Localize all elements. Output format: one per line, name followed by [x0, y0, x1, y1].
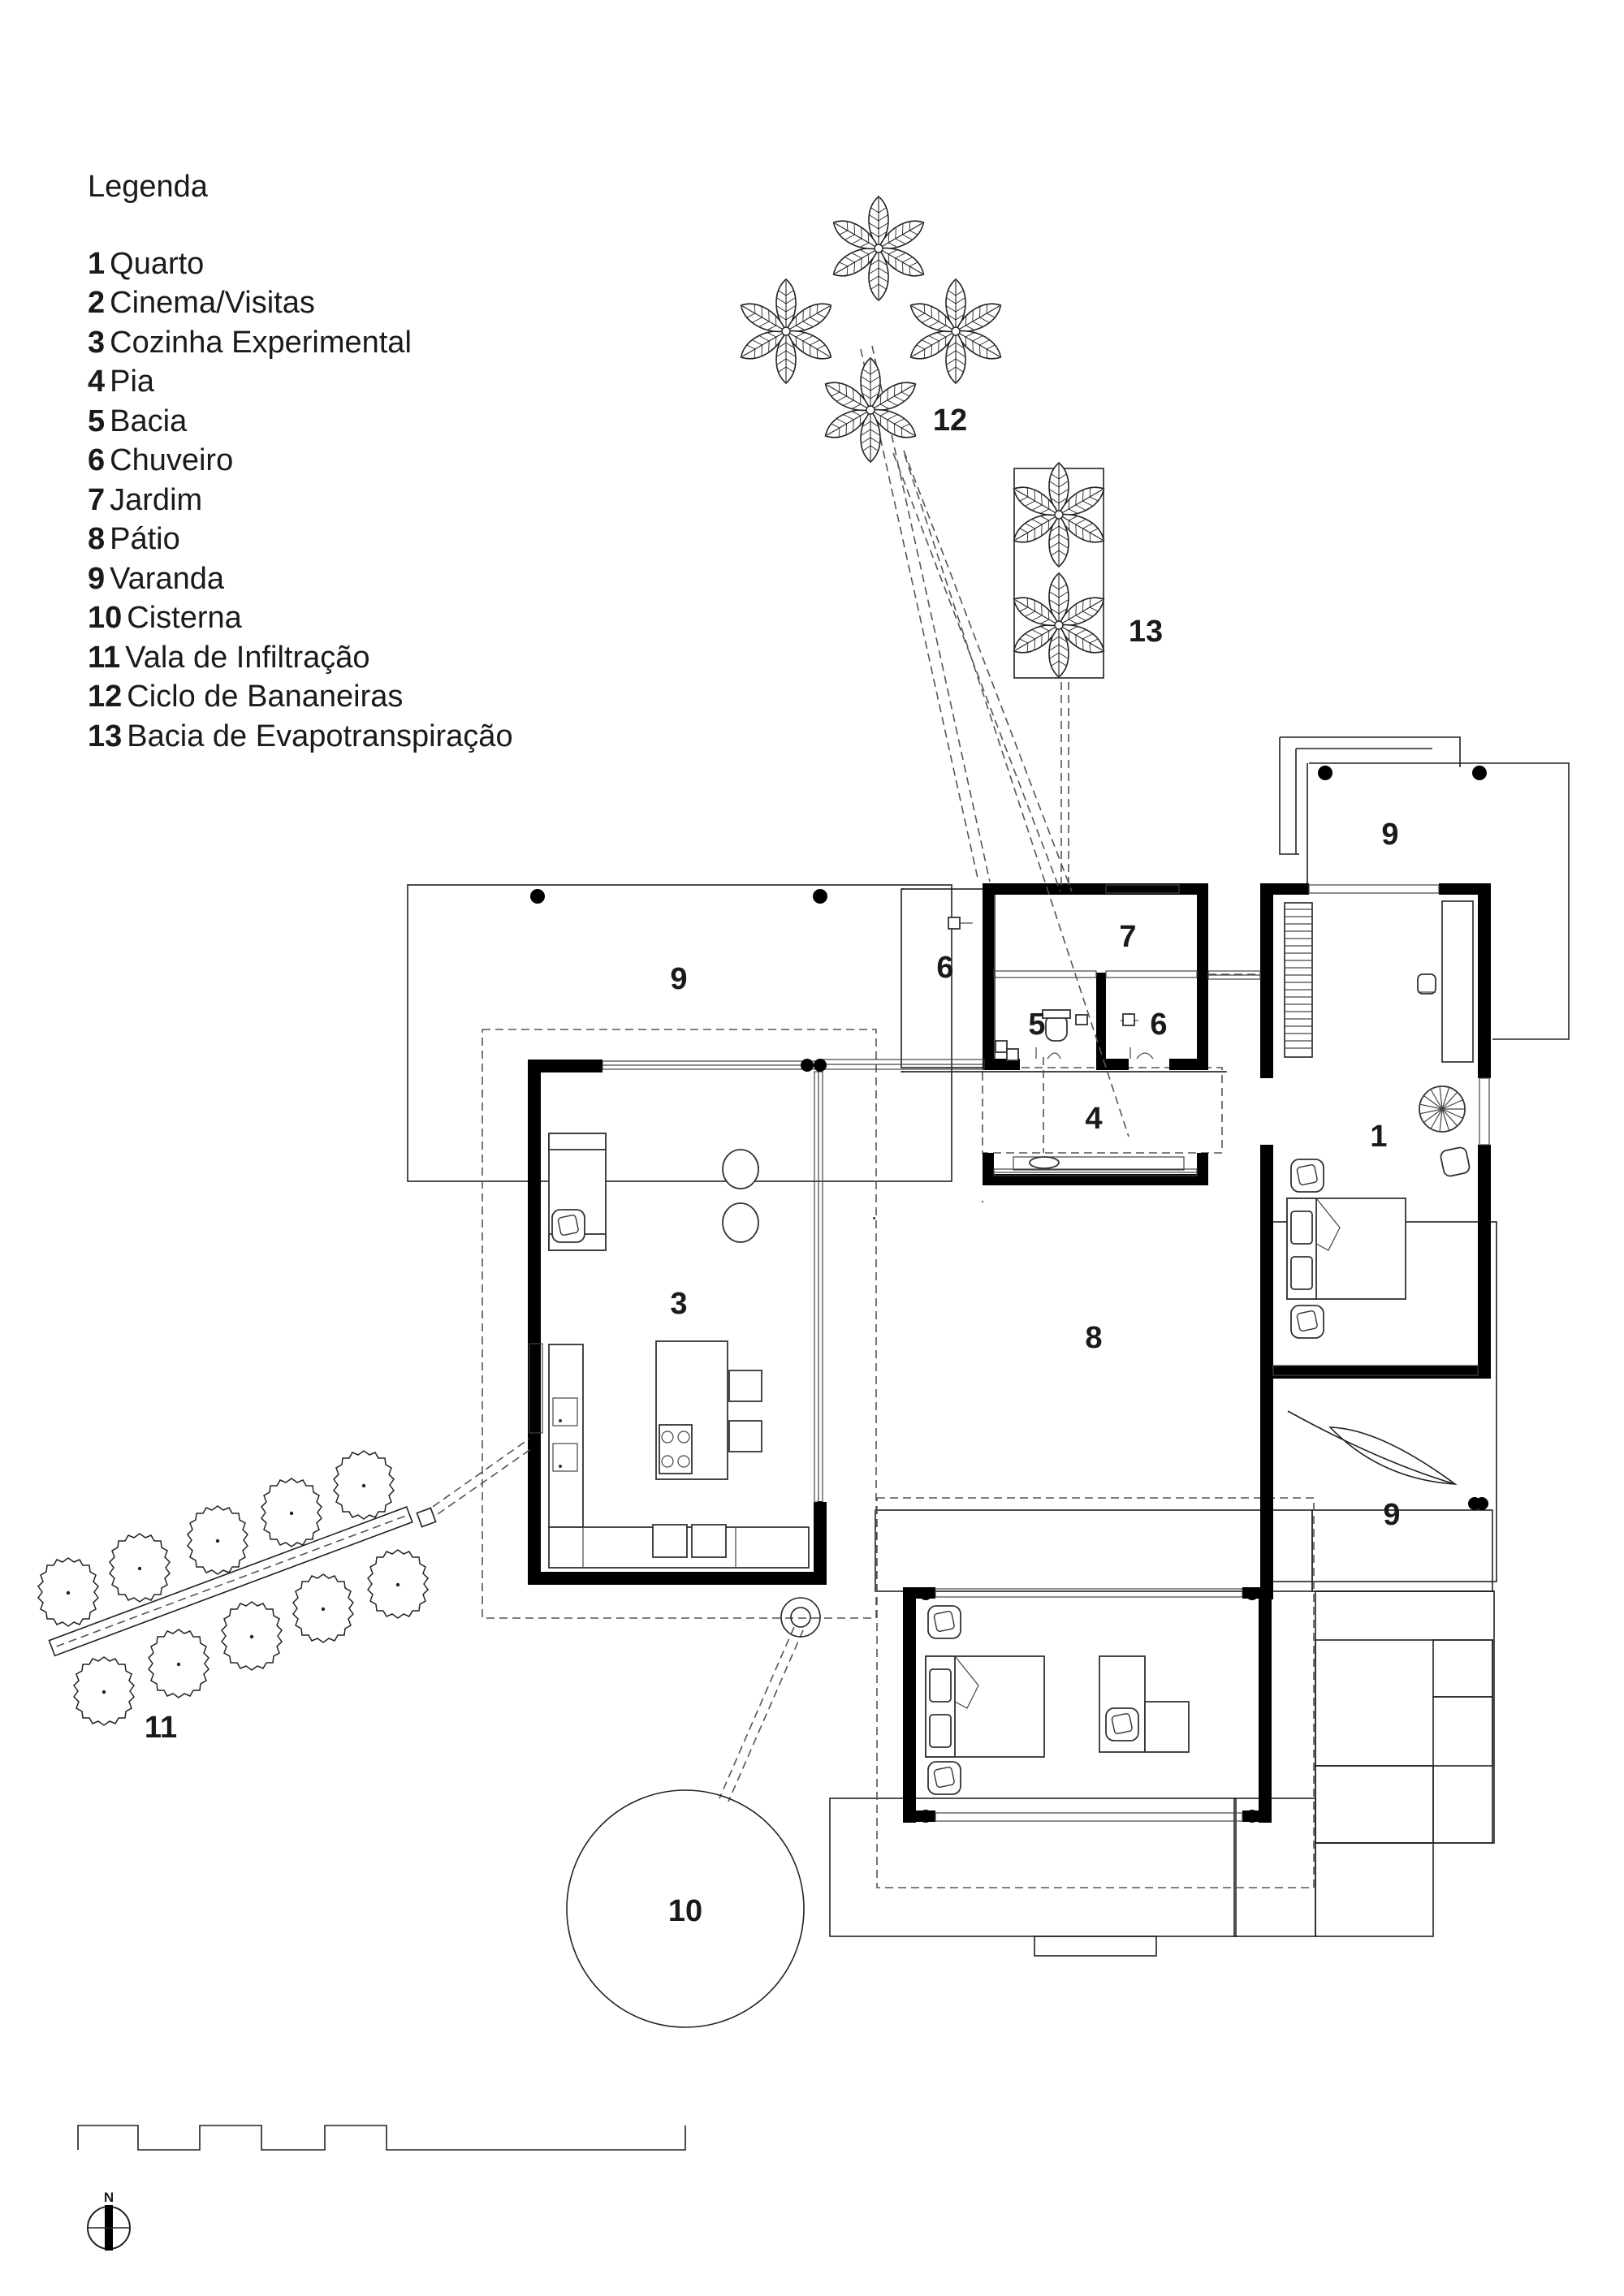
legend-item-number: 7	[88, 482, 106, 517]
legend-item-number: 3	[88, 325, 106, 360]
drainage-lines	[421, 345, 1260, 1802]
legend-item-label: Jardim	[110, 482, 203, 517]
label-bacia: 5	[1028, 1008, 1045, 1042]
label-vala: 11	[145, 1711, 177, 1745]
bath-furniture	[948, 917, 1185, 1171]
label-patio: 8	[1085, 1321, 1102, 1355]
cistern	[566, 1597, 821, 2028]
legend-item-number: 1	[88, 246, 106, 281]
legend-item-label: Bacia	[110, 404, 188, 438]
legend-item-label: Cisterna	[127, 601, 242, 635]
legend-title: Legenda	[88, 170, 208, 204]
roof-projection	[482, 1029, 1315, 1888]
legend-item-label: Cinema/Visitas	[110, 286, 315, 320]
label-varanda-leste: 9	[1383, 1498, 1400, 1532]
legend-item-number: 12	[88, 680, 123, 714]
legend-item-number: 5	[88, 404, 106, 438]
label-evapotranspiracao: 13	[1129, 615, 1163, 649]
legend-item-label: Chuveiro	[110, 443, 234, 477]
columns	[530, 766, 1488, 1823]
label-bananeiras: 12	[933, 404, 967, 438]
legend-item-number: 10	[88, 601, 123, 635]
legend-item-number: 9	[88, 561, 106, 596]
room-labels: 1 3 4 5 6 6 7 8 9 9 9 10 11 12 13	[145, 404, 1401, 1928]
legend-item-number: 8	[88, 522, 106, 556]
north-label: N	[104, 2190, 114, 2205]
kitchen-furniture	[548, 1133, 810, 1569]
legend-item-number: 11	[88, 640, 121, 675]
label-jardim: 7	[1119, 920, 1136, 954]
infiltration-trench	[37, 1450, 437, 1726]
legend-item-number: 6	[88, 443, 106, 477]
label-quarto: 1	[1370, 1120, 1387, 1154]
north-arrow: N	[87, 2190, 131, 2251]
legend-item-label: Vala de Infiltração	[125, 640, 370, 675]
stair	[1284, 902, 1313, 1058]
bedroom-2-furniture	[925, 1605, 1190, 1795]
legend-item-label: Varanda	[110, 561, 224, 596]
label-chuveiro-externo: 6	[936, 951, 953, 985]
label-chuveiro-interno: 6	[1150, 1008, 1167, 1042]
legend-item-number: 2	[88, 286, 106, 320]
legend-item-label: Pia	[110, 365, 155, 399]
label-cozinha: 3	[670, 1287, 687, 1321]
label-cisterna: 10	[668, 1894, 702, 1928]
legend-item-number: 13	[88, 719, 123, 753]
legend-item-label: Ciclo de Bananeiras	[127, 680, 404, 714]
label-varanda-norte: 9	[1381, 818, 1398, 852]
bedroom-1-furniture	[1286, 900, 1481, 1510]
scale-bar	[77, 2125, 686, 2151]
legend-item-label: Bacia de Evapotranspiração	[127, 719, 513, 753]
legend-item-label: Quarto	[110, 246, 205, 281]
label-varanda-oeste: 9	[670, 962, 687, 996]
evapotranspiration-basin	[1009, 463, 1109, 679]
terraces	[407, 736, 1570, 1957]
label-pia: 4	[1085, 1102, 1102, 1136]
legend-item-label: Pátio	[110, 522, 180, 556]
legend-item-label: Cozinha Experimental	[110, 325, 412, 360]
legend-item-number: 4	[88, 365, 106, 399]
